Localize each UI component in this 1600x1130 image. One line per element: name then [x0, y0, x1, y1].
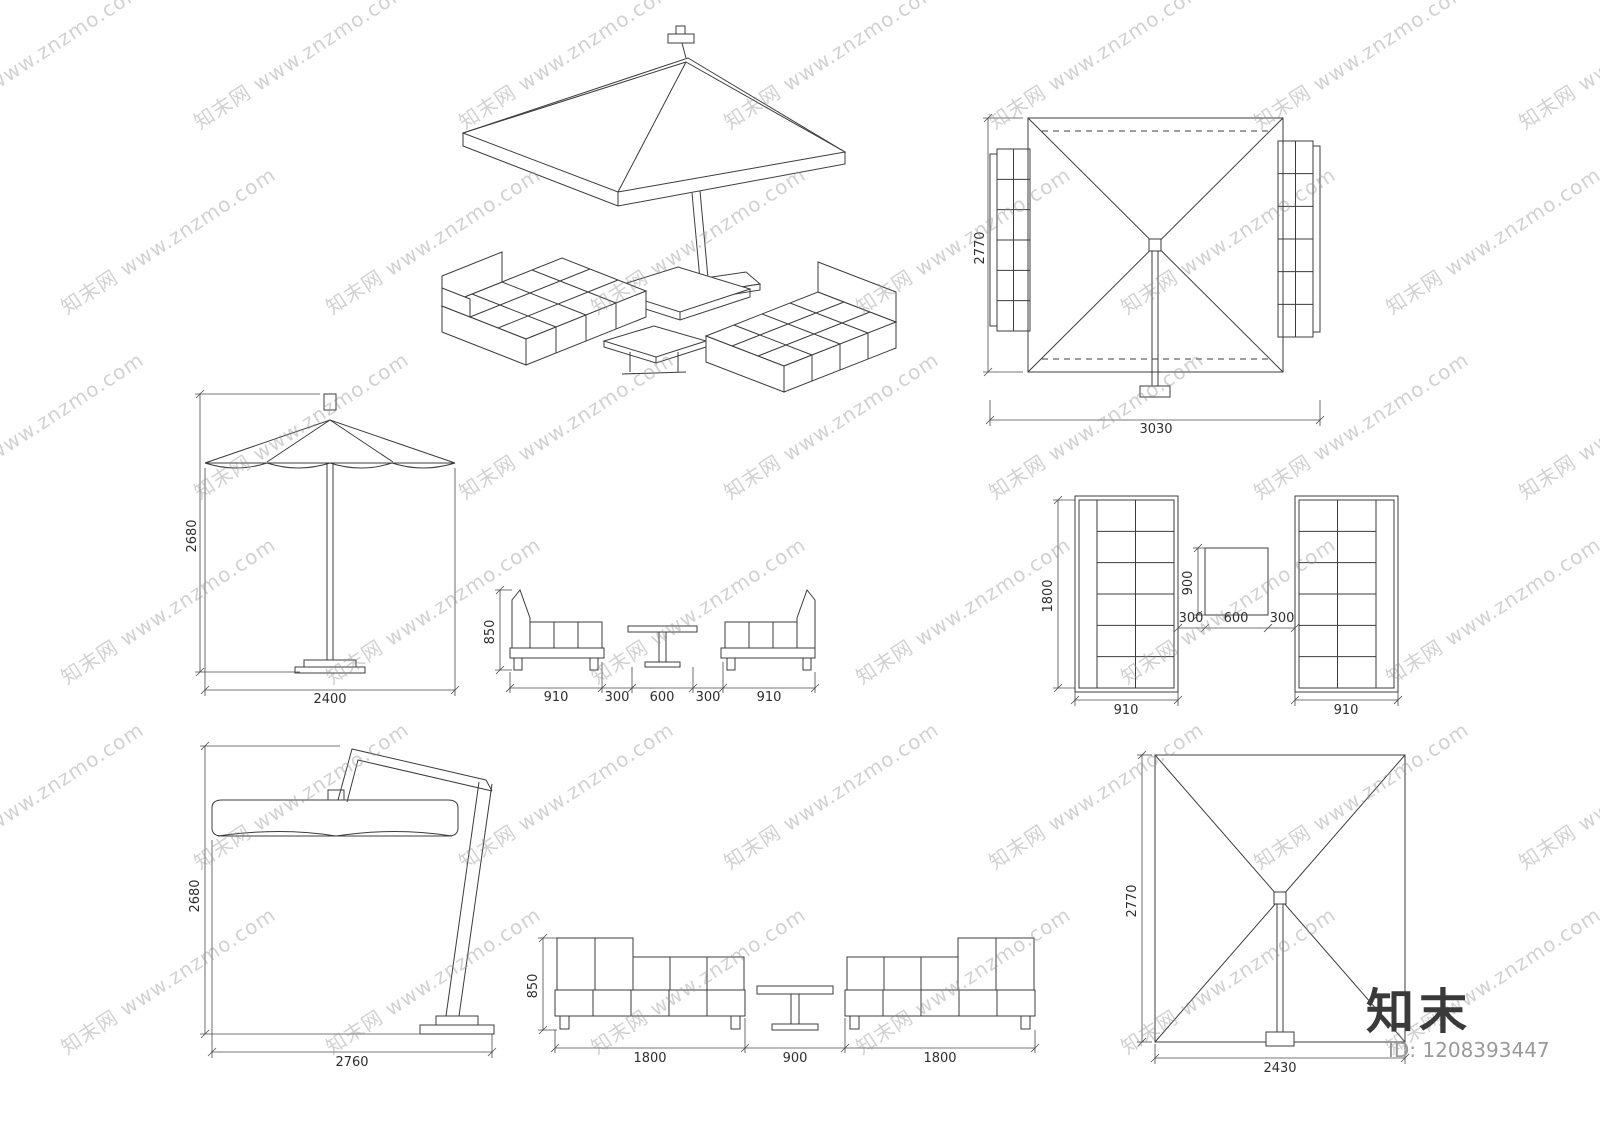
dim-label-umbrella-width: 2400: [313, 692, 346, 707]
canopy-front: [204, 419, 456, 464]
base-front: [303, 659, 357, 668]
hub-plan-mark: [1273, 891, 1287, 905]
dim-label: 300: [1270, 611, 1295, 626]
dim-label-sofa-depth: 1800: [1041, 579, 1056, 612]
cantilever-arm: [337, 748, 487, 801]
dim-label-module-height: 850: [526, 974, 541, 999]
dim-label: 910: [544, 690, 569, 705]
bench-left-platform: [554, 989, 746, 1017]
front-elevation-sofa-modules: 850 1800 900 1800: [526, 933, 1040, 1066]
front-elevation-center-pole-umbrella: 2680 2400: [185, 389, 460, 707]
low-table-base: [771, 1023, 819, 1031]
sofa-right-seat: [724, 621, 798, 649]
pole-plan-mark: [1148, 238, 1162, 252]
plan-view-cantilever-umbrella: 2770 2430: [1125, 750, 1410, 1076]
dim-label: 300: [605, 690, 630, 705]
dim-label: 910: [1114, 703, 1139, 718]
umbrella-canopy-iso: [461, 57, 847, 193]
dim-label-cantilever-height: 2680: [188, 879, 203, 912]
plan-view-sofas-table: 1800 900 300 600 300 910 910: [1041, 495, 1403, 718]
sofa-right-backrest: [796, 588, 816, 649]
table-stem: [658, 631, 667, 663]
table-top: [627, 625, 698, 633]
isometric-overview: [440, 25, 898, 393]
image-id: ID: 1208393447: [1388, 1038, 1550, 1062]
dim-label-cantilever-width: 2760: [335, 1055, 368, 1070]
dim-label-umbrella-height: 2680: [185, 519, 200, 552]
finial-front: [323, 393, 337, 411]
dim-label-plan-height: 2770: [973, 231, 988, 264]
dim-label: 910: [757, 690, 782, 705]
cantilever-mast: [445, 781, 480, 1017]
low-table-top: [756, 985, 834, 995]
dim-label-table-depth: 900: [1181, 571, 1196, 596]
canopy-hub: [327, 789, 345, 801]
cantilever-base: [435, 1015, 479, 1026]
canopy-plan-outline: [1027, 117, 1284, 373]
dim-label: 910: [1334, 703, 1359, 718]
dim-label-sofa-height: 850: [483, 620, 498, 645]
low-table-stem: [790, 993, 800, 1025]
front-elevation-sofas-table: 850 910 300 600 300 910: [483, 585, 820, 705]
cantilever-canopy: [211, 799, 459, 837]
umbrella-finial: [667, 33, 695, 44]
dim-label: 1800: [633, 1051, 666, 1066]
sofa-left-backrest: [511, 588, 531, 649]
elevation-cantilever-umbrella: 2680 2760: [188, 741, 497, 1070]
sofa-left-seat: [529, 621, 603, 649]
dim-label: 900: [783, 1051, 808, 1066]
pole-plan-mark-small: [1265, 1031, 1295, 1047]
umbrella-finial-top: [675, 25, 686, 35]
dim-label: 1800: [923, 1051, 956, 1066]
plan-view-large-umbrella: 2770 3030: [973, 113, 1325, 437]
umbrella-pole-iso: [691, 192, 701, 281]
base-plan-mark: [1139, 385, 1171, 398]
dim-label: 600: [650, 690, 675, 705]
dim-label: 600: [1224, 611, 1249, 626]
dim-label-plan-small-width: 2430: [1263, 1061, 1296, 1076]
bench-right-platform: [844, 989, 1036, 1017]
dim-label: 300: [696, 690, 721, 705]
site-logo: 知末: [1366, 984, 1473, 1040]
dim-label-plan-small-height: 2770: [1125, 884, 1140, 917]
dim-label-plan-width: 3030: [1139, 422, 1172, 437]
table-base: [644, 661, 681, 668]
